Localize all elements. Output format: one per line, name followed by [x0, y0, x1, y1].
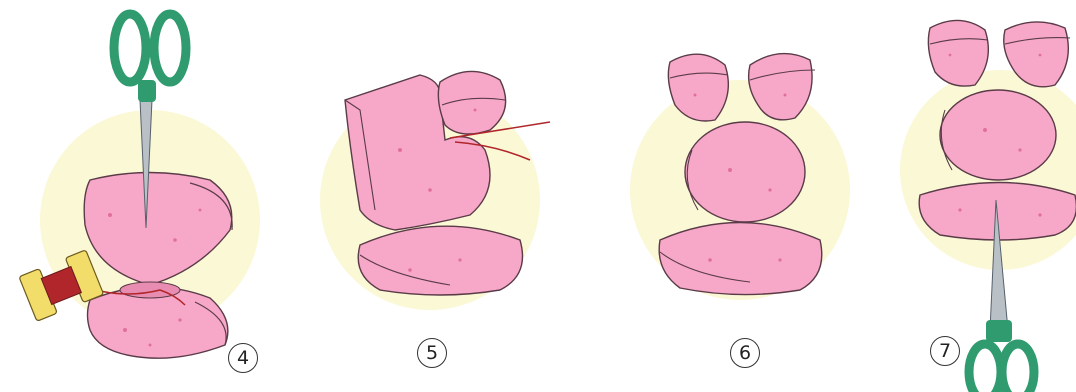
step-6-illustration [610, 0, 860, 392]
sponge-head [685, 122, 805, 222]
step-7-illustration [890, 0, 1076, 392]
step-5-panel: 5 [300, 0, 560, 392]
sponge-bottom-lobe [358, 226, 522, 295]
step-number: 6 [730, 338, 760, 368]
sponge-head [940, 90, 1056, 180]
step-number: 4 [228, 343, 258, 373]
step-5-illustration [300, 0, 560, 392]
step-number: 7 [930, 336, 960, 366]
step-4-illustration [0, 0, 270, 392]
sponge-bottom-lobe [659, 223, 822, 295]
step-4-panel: 4 [0, 0, 270, 392]
step-7-panel: 7 [890, 0, 1076, 392]
sponge-left-ear [928, 20, 988, 86]
step-number: 5 [417, 338, 447, 368]
step-6-panel: 6 [610, 0, 860, 392]
